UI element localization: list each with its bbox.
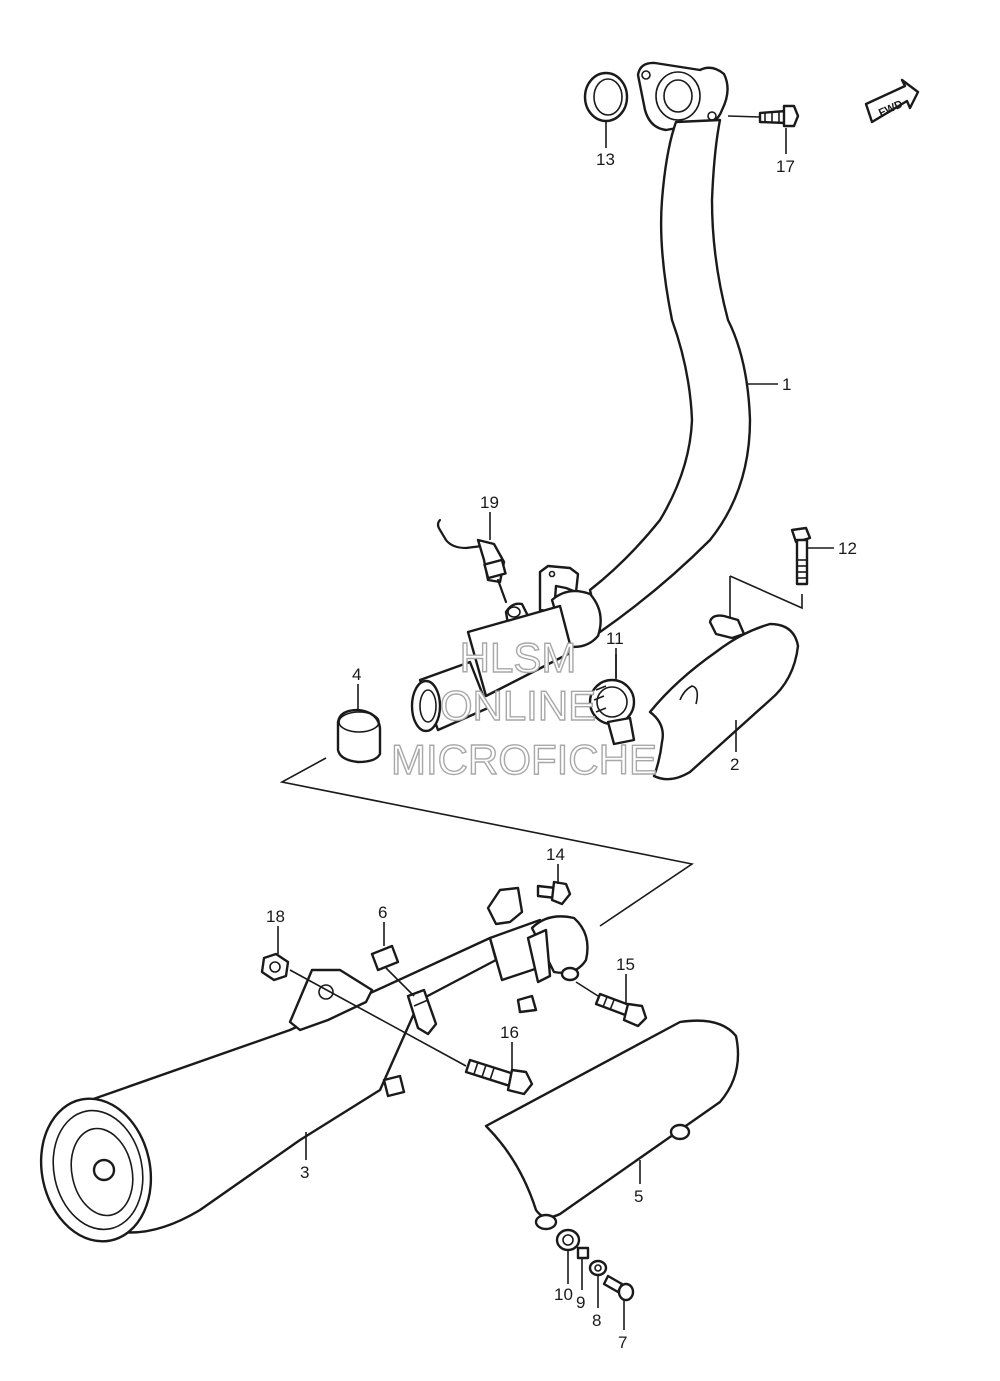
- muffler-3: [39, 886, 589, 1243]
- watermark: HLSM ONLINE MICROFICHE: [390, 633, 657, 783]
- oxygen-sensor-19: [436, 518, 508, 604]
- dashed-mount-line-12: [729, 575, 803, 610]
- callout-labels: 13 17 1 19 12 11 4 2 14 6 18 15 16 3 5 1…: [266, 150, 857, 1352]
- watermark-line-2: ONLINE: [440, 682, 596, 729]
- watermark-line-1: HLSM: [460, 634, 577, 681]
- callout-2: 2: [730, 755, 739, 774]
- assembly-line-16: [289, 969, 467, 1067]
- callout-12: 12: [838, 539, 857, 558]
- callout-17: 17: [776, 157, 795, 176]
- sleeve-4: [336, 708, 382, 764]
- callout-10: 10: [554, 1285, 573, 1304]
- callout-5: 5: [634, 1187, 643, 1206]
- callout-6: 6: [378, 903, 387, 922]
- hose-clamp-11: [588, 678, 636, 746]
- heat-shield-5: [484, 1019, 740, 1231]
- rubber-damper-6: [370, 944, 438, 1036]
- callout-18: 18: [266, 907, 285, 926]
- callout-9: 9: [576, 1293, 585, 1312]
- bolt-12: [790, 526, 812, 586]
- exhaust-pipe-1: [410, 61, 752, 733]
- nut-18: [260, 952, 290, 982]
- bolt-16: [464, 1058, 534, 1096]
- callout-16: 16: [500, 1023, 519, 1042]
- grommet-10: [555, 1228, 581, 1252]
- assembly-line-6: [385, 967, 415, 997]
- bolt-15: [594, 992, 648, 1028]
- callout-7: 7: [618, 1333, 627, 1352]
- callout-4: 4: [352, 665, 361, 684]
- watermark-line-3: MICROFICHE: [391, 736, 657, 783]
- assembly-line-15: [575, 981, 599, 997]
- callout-19: 19: [480, 493, 499, 512]
- gasket-ring-13: [583, 71, 629, 123]
- callout-leaders: [277, 122, 834, 1330]
- bolt-17: [727, 104, 800, 128]
- assembly-line-4: [279, 757, 695, 927]
- screw-7: [602, 1274, 635, 1302]
- callout-8: 8: [592, 1311, 601, 1330]
- heat-shield-2: [648, 614, 800, 781]
- callout-1: 1: [782, 375, 791, 394]
- bolt-14: [536, 880, 572, 906]
- collar-9: [576, 1246, 590, 1260]
- callout-14: 14: [546, 845, 565, 864]
- fwd-direction-arrow: FWD: [864, 78, 920, 124]
- washer-8: [588, 1259, 608, 1277]
- callout-13: 13: [596, 150, 615, 169]
- callout-11: 11: [606, 629, 624, 648]
- callout-3: 3: [300, 1163, 309, 1182]
- callout-15: 15: [616, 955, 635, 974]
